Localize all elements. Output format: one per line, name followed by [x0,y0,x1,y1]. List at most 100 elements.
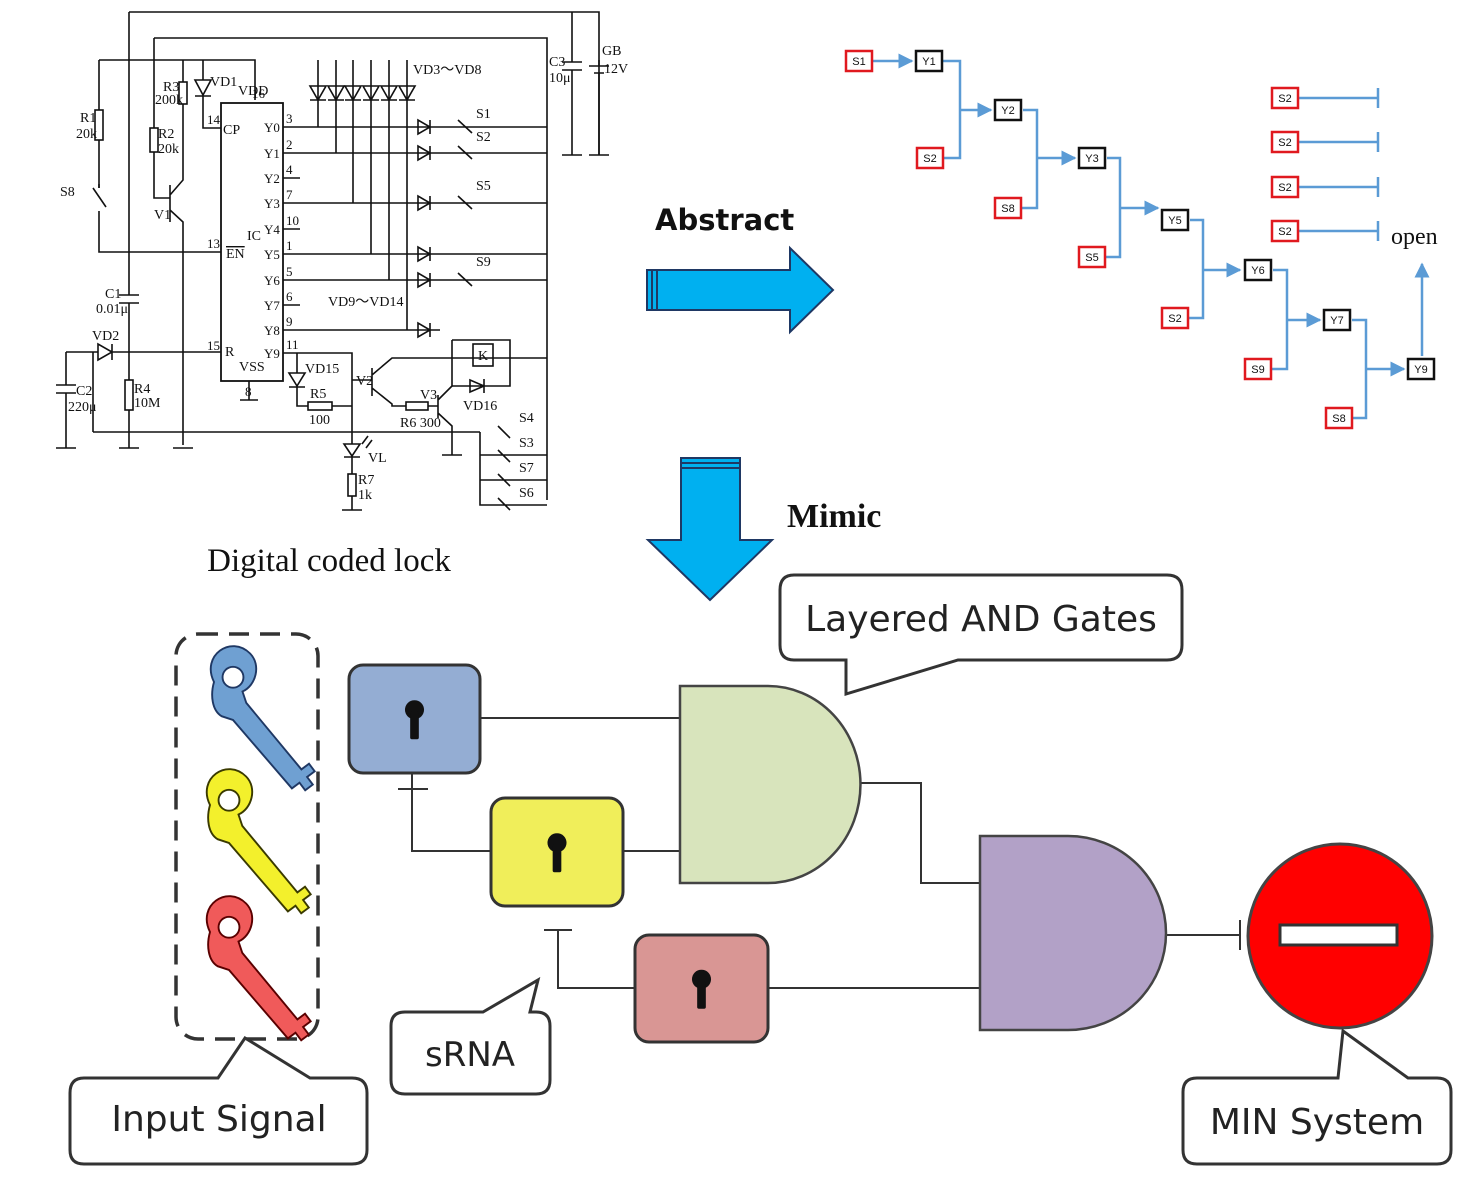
switch-s2-label: S2 [476,130,491,145]
switch-s3-label: S3 [519,436,534,451]
cascade-input: S1 [844,49,874,73]
r2-value: 20k [158,142,179,157]
ic-pin-number-right: 5 [286,264,293,279]
vd9-14-label: VD9～VD14 [328,295,403,310]
ic-output-label: Y6 [264,273,280,288]
min-system-label: MIN System [1210,1102,1424,1143]
srna-label: sRNA [425,1035,515,1075]
cascade-input: S8 [993,196,1023,220]
open-output-label: open [1391,224,1438,250]
cascade-blocker-input-label: S2 [1278,137,1291,149]
circuit-caption: Digital coded lock [207,543,451,579]
cascade-input-label: S1 [852,56,865,68]
layered-and-gates-callout [778,573,1184,697]
cascade-node-label: Y3 [1085,153,1098,165]
input-signal-label: Input Signal [111,1099,326,1140]
r6-label: R6 300 [400,416,441,431]
relay-k-label: K [478,349,488,364]
red-key-icon [205,895,312,1042]
red-lock [633,933,770,1044]
ic-vdd-label: VDD [238,84,268,99]
cascade-node-label: Y5 [1168,215,1181,227]
cascade-input-label: S8 [1332,413,1345,425]
ic-output-label: Y0 [264,120,280,135]
input-signal-callout [68,1035,369,1166]
vd3-8-label: VD3～VD8 [413,63,481,78]
blue-lock [347,663,482,775]
r7-value: 1k [358,488,372,503]
c2-value: 220μ [68,400,97,415]
gb-label: GB [602,44,621,59]
cascade-blocker-input-label: S2 [1278,182,1291,194]
ic-r-label: R [225,345,235,360]
cascade-node-label: Y2 [1001,105,1014,117]
cascade-input: S2 [1160,306,1190,330]
ic-vss-label: VSS [239,360,265,375]
ic-pin-number-right: 10 [286,213,299,228]
cascade-input: S9 [1243,357,1273,381]
cascade-node-label: Y1 [922,56,935,68]
switch-s5-label: S5 [476,179,491,194]
first-and-gate [678,684,862,885]
cascade-input-label: S9 [1251,364,1264,376]
c3-label: C3 [549,55,565,70]
cascade-blocker-input: S2 [1270,175,1300,199]
r4-value: 10M [134,396,161,411]
min-system-callout [1181,1028,1453,1166]
cascade-node: Y5 [1160,208,1190,232]
ic-pin-number-right: 1 [286,238,293,253]
ic-pin-number-right: 4 [286,162,293,177]
cascade-blocker-input-label: S2 [1278,226,1291,238]
vd16-label: VD16 [463,399,497,414]
r7-label: R7 [358,473,374,488]
ic-pin-number-right: 11 [286,337,299,352]
ic-name-label: IC [247,229,261,244]
vd15-label: VD15 [305,362,339,377]
switch-s9-label: S9 [476,255,491,270]
yellow-lock [489,796,625,908]
cascade-blocker-input-label: S2 [1278,93,1291,105]
ic-cp-label: CP [223,123,240,138]
vd2-label: VD2 [92,329,119,344]
mimic-arrow [645,457,775,602]
r5-value: 100 [309,413,330,428]
r1-value: 20k [76,127,97,142]
ic-pin-number-right: 9 [286,314,293,329]
vl-label: VL [368,451,387,466]
r5-label: R5 [310,387,326,402]
abstract-label: Abstract [655,203,794,237]
cascade-node: Y9 [1406,357,1436,381]
cascade-node: Y2 [993,98,1023,122]
cascade-input-label: S5 [1085,252,1098,264]
ic-pin-number-left: 14 [207,112,221,127]
yellow-key-icon [205,768,312,915]
cascade-blocker-input: S2 [1270,219,1300,243]
ic-output-label: Y1 [264,146,280,161]
ic-pin-number-right: 3 [286,111,293,126]
vd1-label: VD1 [210,75,237,90]
ic-pin-number-left: 15 [207,338,220,353]
cascade-blocker-input: S2 [1270,130,1300,154]
r1-label: R1 [80,111,96,126]
c2-label: C2 [76,384,92,399]
ic-output-label: Y3 [264,196,280,211]
cascade-node-label: Y6 [1251,265,1264,277]
cascade-node: Y1 [914,49,944,73]
c1-label: C1 [105,287,121,302]
cascade-input: S5 [1077,245,1107,269]
r2-label: R2 [158,127,174,142]
blue-key-icon [209,645,316,792]
ic-output-label: Y7 [264,298,280,313]
genetic-circuit-model: Input Signal sRNA Layered AND Gates MIN … [68,573,1453,1166]
r3-label: R3 [163,80,179,95]
cascade-node: Y7 [1322,308,1352,332]
srna-callout [389,976,552,1096]
switch-s4-label: S4 [519,411,534,426]
ic-pin-number-left: 8 [245,384,252,399]
ic-output-label: Y4 [264,222,280,237]
layered-and-gates-label: Layered AND Gates [805,599,1157,640]
cascade-input: S8 [1324,406,1354,430]
cascade-input: S2 [915,146,945,170]
